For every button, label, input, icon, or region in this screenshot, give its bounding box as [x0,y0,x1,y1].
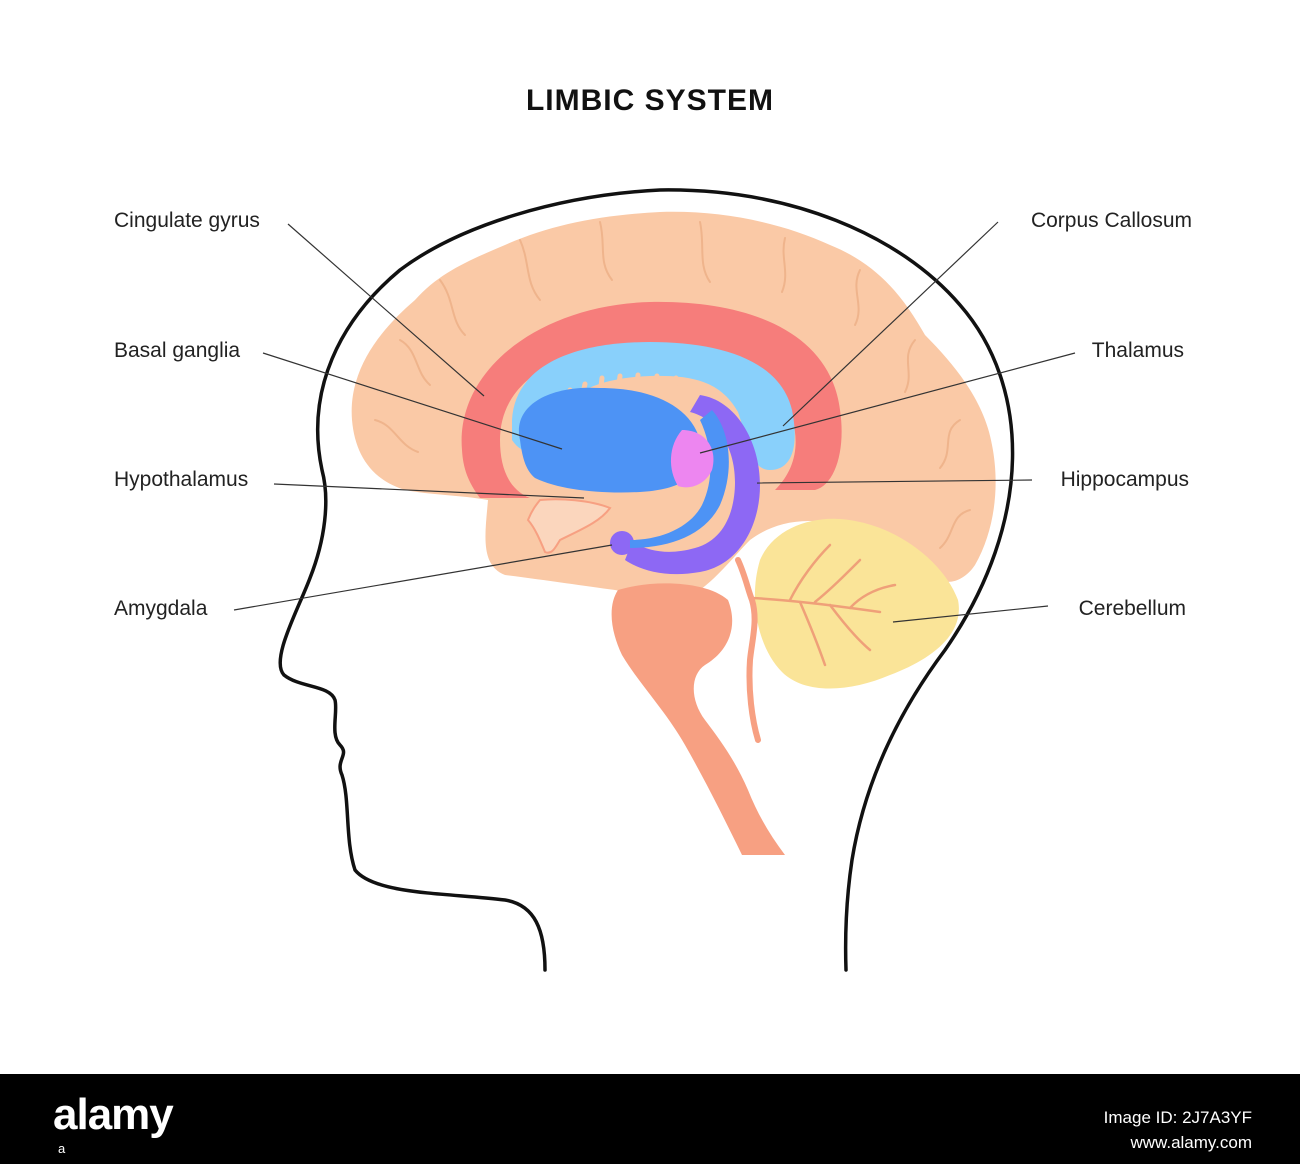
amygdala [610,531,634,555]
brand-tagline: a [58,1141,66,1156]
label-cerebellum: Cerebellum [1078,597,1186,620]
label-hypothalamus: Hypothalamus [114,468,249,491]
cortex-folds [374,221,971,549]
image-id-text: Image ID: 2J7A3YF [1103,1108,1252,1127]
diagram-title: LIMBIC SYSTEM [525,84,774,117]
label-cingulate-gyrus: Cingulate gyrus [114,209,260,232]
label-hippocampus: Hippocampus [1060,468,1189,491]
brainstem [611,583,785,855]
watermark-footer [0,1074,1300,1164]
brand-logo: alamy [53,1090,174,1139]
cerebellum-branches [750,543,897,667]
cerebral-cortex [351,211,996,598]
pointer-lines [233,221,1076,623]
corpus-callosum [512,342,795,470]
basal-ganglia [518,387,702,493]
caudate-tail [630,410,729,548]
cingulate-gyrus [461,301,842,498]
label-amygdala: Amygdala [114,597,208,620]
label-thalamus: Thalamus [1091,339,1184,362]
thalamus [670,430,714,488]
head-outline [278,188,1015,972]
cerebellum [754,518,959,689]
pituitary-stalk [735,557,761,743]
hypothalamus-shape [526,498,612,554]
label-basal-ganglia: Basal ganglia [114,339,241,362]
site-url-text: www.alamy.com [1130,1133,1252,1152]
limbic-system-illustration [233,188,1076,972]
label-corpus-callosum: Corpus Callosum [1030,209,1192,232]
